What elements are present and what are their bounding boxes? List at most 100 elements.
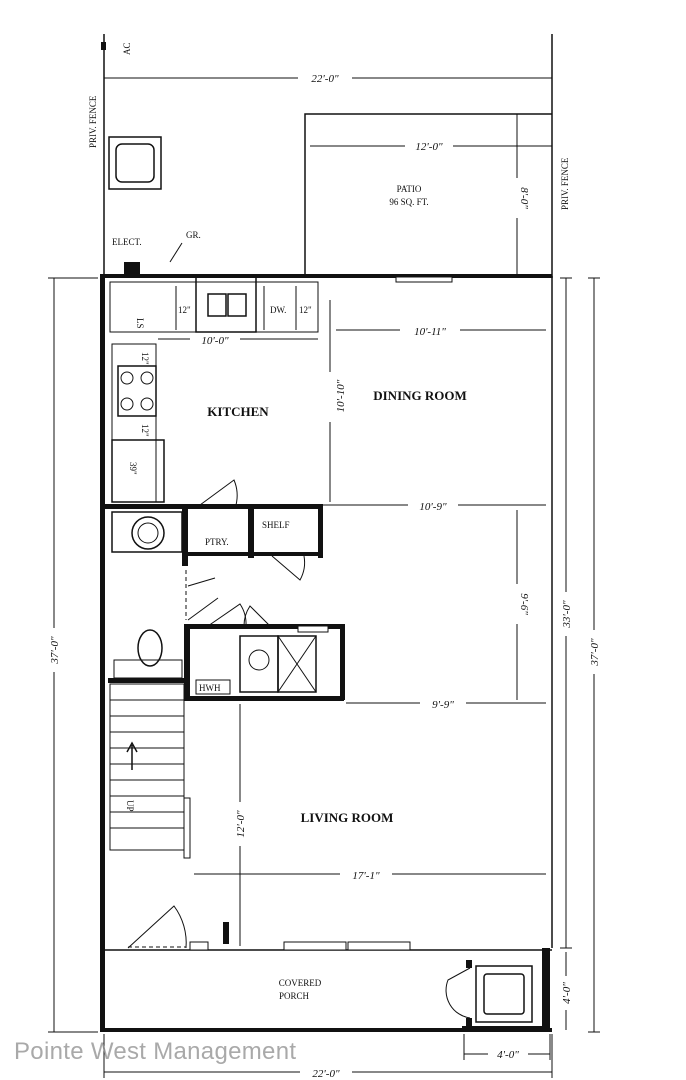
sink-basin-left (207, 293, 227, 317)
patio-title: PATIO (397, 184, 422, 194)
fence-post (101, 42, 106, 50)
dim-top-width: 22'-0" (311, 73, 339, 85)
stair-wall (108, 678, 188, 683)
front-window-left (283, 941, 347, 951)
dim-bg (408, 499, 458, 512)
dim-bg (400, 324, 460, 337)
dim-living-depth: 12'-0" (235, 810, 247, 838)
pantry-label: PTRY. (205, 537, 229, 547)
ls-label: LS (135, 318, 145, 329)
bath-wall-left (184, 624, 190, 700)
porch-line1: COVERED (279, 978, 322, 988)
dim-mid-depth: 9'-6" (518, 593, 530, 615)
hwh-label: HWH (199, 683, 221, 693)
vent (297, 625, 329, 633)
elect-meter (124, 262, 140, 276)
door-leaf (187, 577, 216, 587)
dim-overall-depth-left: 37'-0" (49, 636, 61, 665)
door-swing (243, 605, 271, 627)
dim-bg (488, 1048, 528, 1061)
dim-bg (420, 697, 466, 710)
cab-12-d: 12" (140, 424, 150, 437)
sink-cabinet (195, 275, 257, 333)
furnace (277, 635, 317, 693)
dim-dining-depth: 10'-10" (335, 379, 347, 412)
room-dining: DINING ROOM (373, 388, 467, 403)
gr-leader (169, 242, 183, 263)
watermark: Pointe West Management (14, 1038, 297, 1065)
dim-bg (47, 628, 61, 672)
cab-12-a: 12" (178, 305, 191, 315)
water-heater-icon (248, 649, 270, 671)
laundry-niche (111, 511, 183, 553)
burner-icon (140, 397, 154, 411)
dim-bg (190, 334, 240, 346)
pantry-wall (182, 552, 318, 556)
dim-bg (559, 592, 573, 636)
dim-bg (510, 584, 524, 624)
pantry-wall (182, 504, 188, 566)
dim-patio-width: 12'-0" (415, 141, 443, 153)
pantry-wall (318, 504, 323, 558)
patio-door (395, 276, 453, 283)
wall-left (100, 274, 105, 1032)
door-leaf (187, 597, 219, 621)
dim-bg (587, 630, 601, 674)
dim-bg (405, 140, 453, 153)
bath-wall-bottom (184, 696, 344, 701)
stairs-up-label: UP (125, 800, 135, 812)
threshold (189, 941, 209, 951)
toilet-icon (137, 629, 163, 667)
dim-bg (298, 70, 352, 84)
bath-wall-top (184, 624, 344, 629)
stair-landing (113, 659, 183, 679)
cab-12-b: 12" (299, 305, 312, 315)
kitchen-bottom-wall (104, 504, 320, 509)
wall-top (100, 274, 552, 278)
column (223, 922, 229, 944)
pantry-wall (248, 504, 254, 558)
dim-mid-width: 10'-9" (419, 501, 447, 513)
dim-living-width: 17'-1" (352, 870, 380, 882)
ac-label: AC (122, 42, 132, 55)
front-window-right (347, 941, 411, 951)
dim-dining-width: 10'-11" (414, 326, 446, 338)
dim-bottom-width: 22'-0" (312, 1068, 340, 1080)
dim-bg (340, 868, 392, 881)
entry-door-swing (127, 905, 187, 949)
dim-ac-width: 4'-0" (497, 1049, 519, 1061)
porch-line2: PORCH (279, 991, 310, 1001)
door-swing (199, 479, 238, 506)
burner-icon (140, 371, 154, 385)
stair-arrowhead-icon (126, 741, 138, 753)
dim-total-depth: 33'-0" (561, 600, 573, 629)
staircase (109, 683, 185, 851)
dim-hall-width: 9'-9" (432, 699, 454, 711)
ac-unit-inner (115, 143, 155, 183)
dim-kitchen-width: 10'-0" (201, 335, 229, 347)
water-heater-cabinet (239, 635, 279, 693)
furnace-icon (277, 635, 317, 693)
dim-bg (233, 802, 247, 846)
porch-ac-unit (475, 965, 533, 1023)
cab-12-c: 12" (140, 352, 150, 365)
fridge-label: 39" (128, 462, 138, 475)
door-swing (271, 555, 306, 581)
washer-drum-icon (137, 522, 159, 544)
fence-left-label: PRIV. FENCE (88, 95, 98, 148)
shelf-label: SHELF (262, 520, 290, 530)
dim-bg (323, 372, 338, 422)
elect-label: ELECT. (112, 237, 142, 247)
ac-unit (108, 136, 162, 190)
porch-ac-inner (483, 973, 525, 1015)
burner-icon (120, 397, 134, 411)
washer-icon (131, 516, 165, 550)
dim-bg (510, 178, 524, 218)
dim-overall-depth-right: 37'-0" (589, 638, 601, 667)
refrigerator (111, 439, 165, 503)
patio-outline (304, 113, 552, 276)
door-swing (207, 603, 247, 627)
porch-post (466, 960, 472, 968)
sink-basin-right (227, 293, 247, 317)
